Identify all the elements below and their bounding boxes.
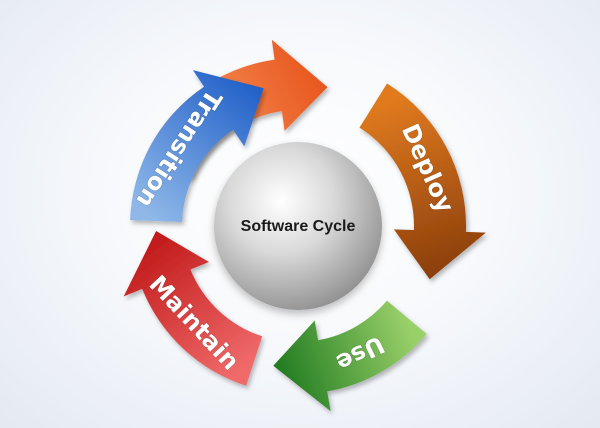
cycle-arrow-shape-deploy [359, 83, 486, 280]
cycle-arrow-use: Use [273, 300, 427, 412]
center-label: Software Cycle [241, 218, 356, 235]
center-circle: Software Cycle [214, 142, 382, 310]
cycle-arrow-shape-maintain [123, 231, 263, 386]
cycle-arrow-shape-transition [130, 70, 264, 222]
cycle-arrow-shape-use [273, 300, 427, 412]
